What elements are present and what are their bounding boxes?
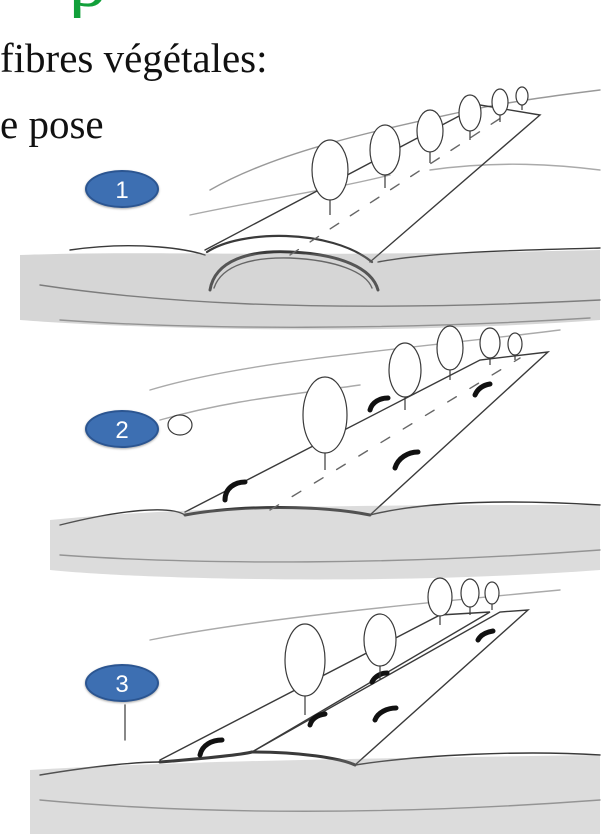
step-3-badge: 3	[85, 664, 159, 702]
step-2-badge: 2	[85, 410, 159, 448]
step-1-badge: 1	[85, 170, 159, 208]
